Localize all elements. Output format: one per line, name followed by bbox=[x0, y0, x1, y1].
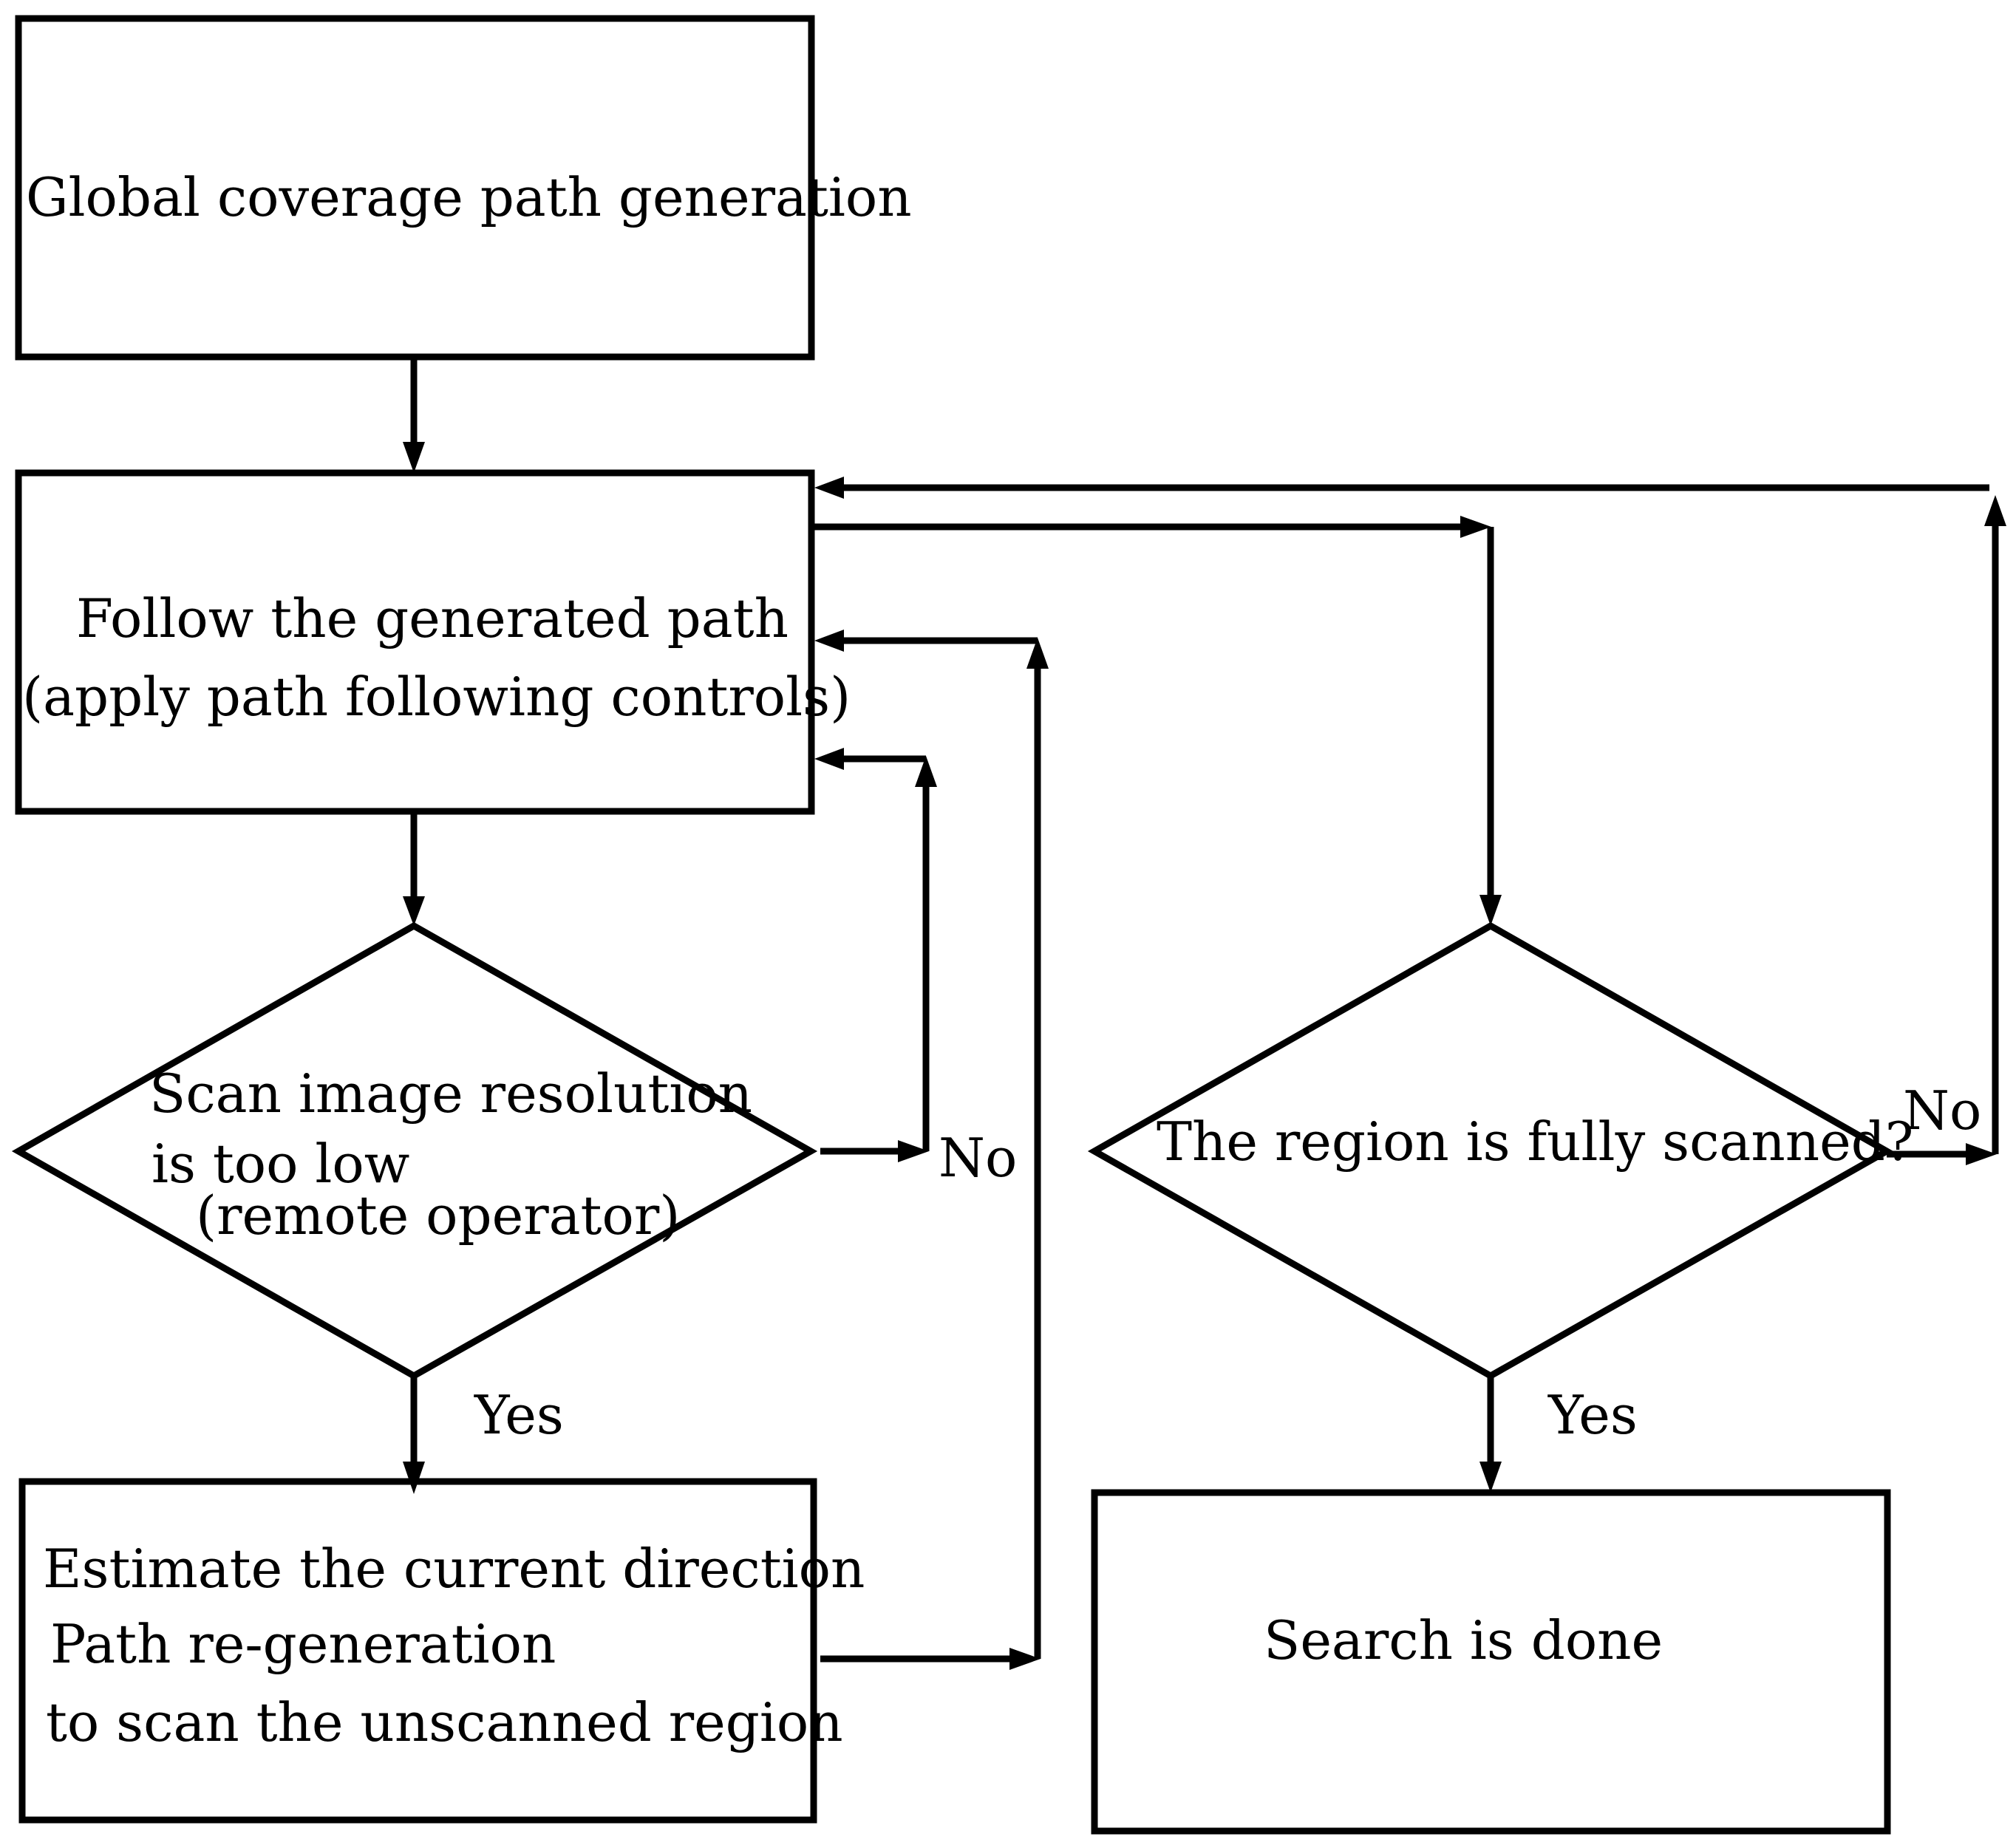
scan-resolution-label-line-3: (remote operator) bbox=[196, 1184, 680, 1247]
scan-resolution-label-line-2: is too low bbox=[151, 1133, 409, 1195]
arrow-estimate-up-head bbox=[1026, 638, 1049, 669]
search-done-label: Search is done bbox=[1264, 1609, 1663, 1671]
search-done-box bbox=[1091, 1489, 1891, 1835]
arrow-region-yes-head bbox=[1479, 1462, 1502, 1493]
estimate-direction-label-line-2: Path re-generation bbox=[50, 1613, 556, 1675]
arrow-follow-to-scan-head bbox=[403, 896, 425, 926]
arrow-estimate-back-head bbox=[814, 630, 844, 652]
arrow-region-no-up-head bbox=[1984, 495, 2006, 526]
scan-resolution-label-line-1: Scan image resolution bbox=[149, 1063, 752, 1125]
region-yes-label: Yes bbox=[1547, 1384, 1638, 1446]
arrow-global-to-follow-head bbox=[403, 442, 425, 473]
estimate-direction-label-line-3: to scan the unscanned region bbox=[46, 1691, 843, 1753]
arrow-region-no-out-head bbox=[1966, 1143, 1997, 1165]
region-no-label: No bbox=[1903, 1080, 1981, 1142]
arrow-follow-to-region-head-down bbox=[1479, 895, 1502, 926]
region-scanned-label: The region is fully scanned? bbox=[1157, 1111, 1913, 1173]
arrow-region-no-back-head bbox=[814, 477, 844, 499]
arrow-scan-yes-head bbox=[403, 1462, 425, 1494]
arrow-scan-no-out-head bbox=[898, 1140, 929, 1162]
follow-path-label-line-2: (apply path following controls) bbox=[22, 666, 851, 728]
arrow-scan-no-up-head bbox=[915, 756, 937, 787]
arrow-scan-no-back-head bbox=[814, 748, 844, 770]
global-coverage-label: Global coverage path generation bbox=[26, 166, 912, 228]
estimate-direction-label-line-1: Estimate the current direction bbox=[43, 1538, 865, 1600]
scan-no-label: No bbox=[939, 1127, 1017, 1189]
arrow-estimate-out-head bbox=[1009, 1648, 1041, 1670]
arrow-follow-to-region-head-right bbox=[1460, 516, 1491, 538]
scan-resolution-decision bbox=[11, 921, 818, 1380]
follow-path-label-line-1: Follow the generated path bbox=[76, 587, 789, 649]
scan-yes-label: Yes bbox=[474, 1384, 564, 1446]
